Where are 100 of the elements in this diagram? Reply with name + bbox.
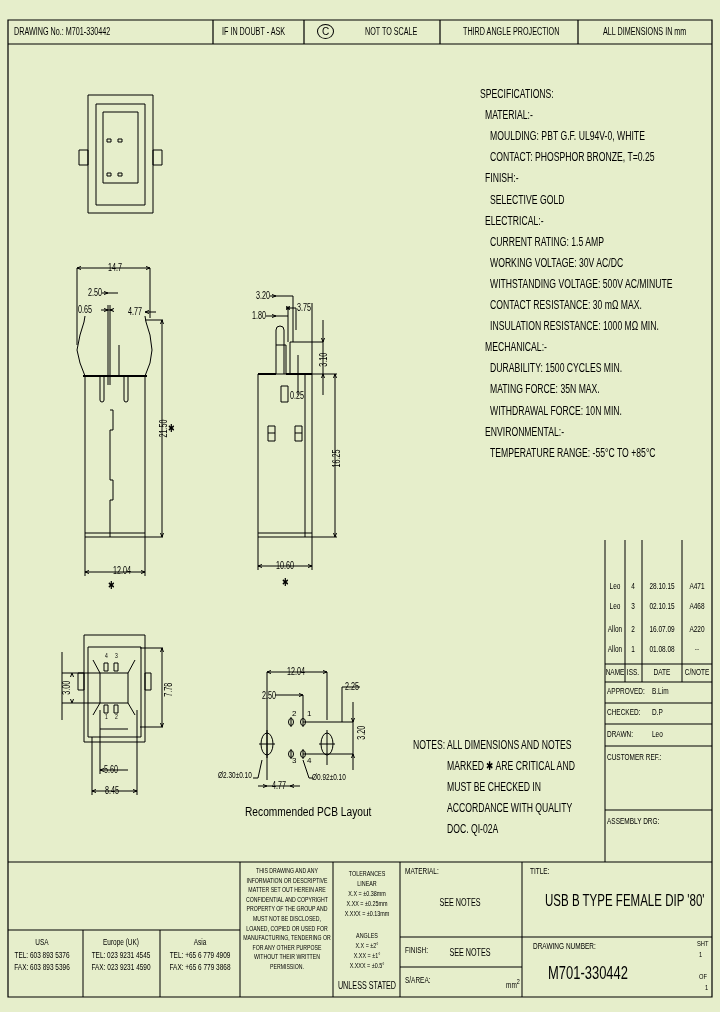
specification-text: DURABILITY: 1500 CYCLES MIN. — [490, 362, 623, 376]
title-block-text: DRAWING NUMBER: — [533, 942, 596, 952]
specification-text: WITHDRAWAL FORCE: 10N MIN. — [490, 404, 622, 418]
dimension-value: 3.20 — [256, 290, 270, 301]
contact-text: TEL: 603 893 5376 — [14, 950, 70, 961]
revision-table-text: 4 — [631, 582, 635, 592]
title-block-text: S/AREA: — [405, 976, 431, 986]
revision-table-text: NAME — [605, 668, 625, 678]
dimension-value: Ø2.30±0.10 — [218, 771, 252, 781]
revision-table-text: A220 — [689, 625, 705, 635]
specification-text: MECHANICAL:- — [485, 341, 547, 355]
specification-text: MOULDING: PBT G.F. UL94V-0, WHITE — [490, 130, 645, 144]
dimension-value: 3.20 — [355, 725, 367, 740]
revision-table-text: 28.10.15 — [649, 582, 675, 592]
title-block-text: SHT — [697, 940, 709, 949]
drawing-number: M701-330442 — [548, 964, 628, 984]
title-block-text: 1 — [699, 951, 703, 960]
specification-text: ELECTRICAL:- — [485, 214, 544, 228]
pin-number: 3 — [292, 757, 297, 766]
dimension-value: 1.80 — [252, 310, 266, 321]
revision-table-text: Leo — [609, 582, 621, 592]
contact-text: FAX: 023 9231 4590 — [91, 963, 151, 973]
contact-text: Europe (UK) — [103, 938, 139, 948]
specification-text: MATING FORCE: 35N MAX. — [490, 383, 600, 397]
header-text: THIRD ANGLE PROJECTION — [463, 26, 560, 37]
critical-mark: ✱ — [108, 579, 115, 592]
revision-table-text: 2 — [631, 625, 635, 635]
dimension-value: 16.25 — [330, 449, 342, 468]
dimension-value: 3.75 — [297, 302, 311, 313]
revision-table-text: ISS. — [626, 668, 640, 678]
specification-text: ENVIRONMENTAL:- — [485, 425, 565, 439]
dimension-value: 2.50 — [88, 287, 102, 298]
revision-table-text: 1 — [631, 645, 635, 655]
title-block-text: OF — [699, 973, 707, 982]
note-text: ALL DIMENSIONS AND NOTES MARKED ✱ ARE CRITICAL AND MUST BE CHECKED IN ACCORDANCE WITH QUALITY DOC. QI-02A — [447, 737, 576, 838]
critical-mark: ✱ — [282, 576, 289, 589]
revision-table-text: A468 — [689, 602, 705, 612]
signoff-text: Leo — [652, 730, 663, 740]
contact-text: USA — [35, 938, 49, 948]
revision-table-text: Allon — [607, 625, 623, 635]
view-caption: Recommended PCB Layout — [245, 806, 372, 820]
header-text: DRAWING No.: M701-330442 — [14, 26, 111, 37]
specification-text: CURRENT RATING: 1.5 AMP — [490, 235, 604, 249]
dimension-value: 5.60 — [104, 764, 118, 775]
dimension-value: 4.77 — [272, 780, 286, 791]
signoff-text: DRAWN: — [607, 730, 634, 740]
pin-number: 4 — [307, 757, 312, 766]
specification-text: SPECIFICATIONS: — [480, 88, 554, 102]
revision-table-text: -- — [694, 645, 700, 655]
revision-table-text: 3 — [631, 602, 635, 612]
specification-text: INSULATION RESISTANCE: 1000 MΩ MIN. — [490, 320, 659, 334]
dimension-value: 2.50 — [262, 690, 276, 701]
dimension-value: 3.00 — [60, 680, 72, 695]
dimension-value: 7.78 — [162, 682, 174, 697]
revision-table-text: Allon — [607, 645, 623, 655]
contact-text: Asia — [193, 938, 207, 948]
title-block-text: FINISH: — [405, 946, 429, 956]
title-block-text: MATERIAL: — [405, 867, 439, 877]
revision-table-text: Leo — [609, 602, 621, 612]
specification-text: TEMPERATURE RANGE: -55°C TO +85°C — [490, 446, 656, 460]
signoff-text: D.P — [652, 708, 663, 718]
header-text: NOT TO SCALE — [365, 26, 418, 37]
contact-text: FAX: 603 893 5396 — [14, 963, 70, 973]
specification-text: MATERIAL:- — [485, 109, 533, 123]
dimension-value: Ø0.92±0.10 — [312, 773, 346, 783]
specification-text: CONTACT RESISTANCE: 30 mΩ MAX. — [490, 299, 642, 313]
pin-number: 2 — [292, 710, 297, 719]
title-block-text: TITLE: — [530, 867, 550, 877]
specification-text: CONTACT: PHOSPHOR BRONZE, T=0.25 — [490, 151, 655, 165]
signoff-text: B.Lim — [652, 687, 669, 697]
title-block-text: SEE NOTES — [439, 897, 481, 908]
signoff-text: ASSEMBLY DRG: — [607, 817, 660, 827]
dimension-value: 10.60 — [276, 560, 294, 571]
dimension-value: 12.04 — [113, 565, 131, 576]
revision-table-text: A471 — [689, 582, 705, 592]
revision-table-text: 16.07.09 — [649, 625, 675, 635]
revision-table-text: DATE — [653, 668, 671, 678]
tolerance-text: UNLESS STATED — [337, 980, 397, 991]
specification-text: SELECTIVE GOLD — [490, 193, 565, 207]
title-block-text: mm$^{2}$ — [506, 978, 520, 991]
dimension-value: 21.50 — [157, 419, 169, 438]
dimension-value: 4.77 — [128, 306, 142, 317]
dimension-value: 12.04 — [287, 666, 305, 677]
specification-text: WORKING VOLTAGE: 30V AC/DC — [490, 256, 624, 270]
title-block-text: SEE NOTES — [449, 947, 491, 958]
revision-table-text: 01.08.08 — [649, 645, 675, 655]
header-text: ALL DIMENSIONS IN mm — [603, 26, 687, 37]
title-block-text: 1 — [705, 984, 709, 993]
critical-mark: ✱ — [168, 422, 175, 435]
dimension-value: 0.25 — [290, 390, 304, 401]
contact-text: FAX: +65 6 779 3868 — [169, 963, 231, 973]
contact-text: TEL: 023 9231 4545 — [91, 950, 151, 961]
dimension-value: 3.10 — [317, 352, 329, 367]
header-text: IF IN DOUBT - ASK — [222, 26, 286, 37]
dimension-value: 8.45 — [105, 785, 119, 796]
specification-text: WITHSTANDING VOLTAGE: 500V AC/MINUTE — [490, 277, 673, 292]
pin-number: 1 — [307, 710, 312, 719]
contact-text: TEL: +65 6 779 4909 — [169, 950, 231, 961]
title-text: USB B TYPE FEMALE DIP '80' — [545, 892, 705, 910]
note-text: NOTES: — [413, 739, 446, 753]
